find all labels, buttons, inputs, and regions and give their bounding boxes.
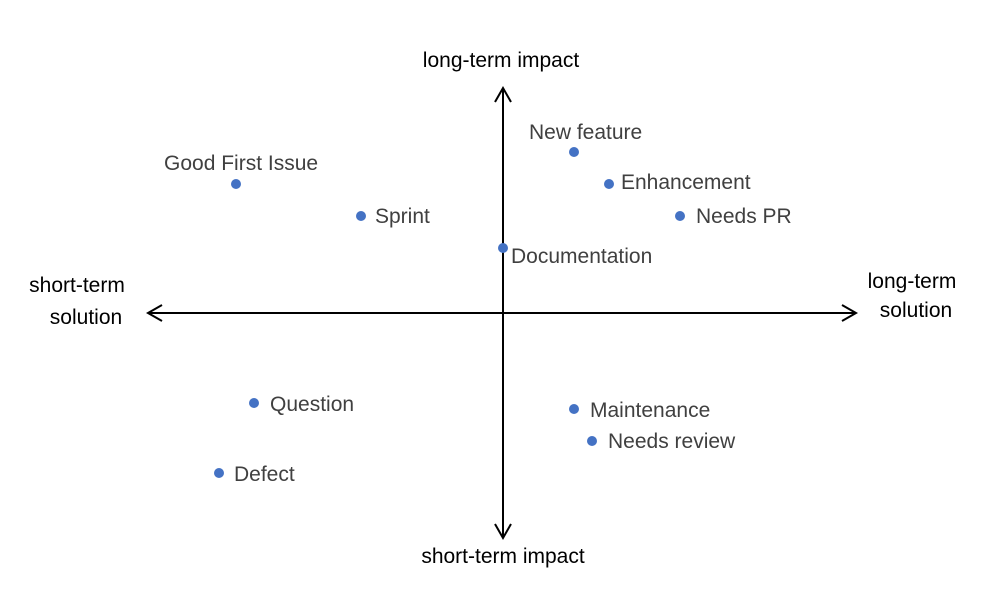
- point-defect-label: Defect: [234, 463, 295, 486]
- point-documentation-label: Documentation: [511, 245, 652, 268]
- point-sprint-label: Sprint: [375, 205, 430, 228]
- point-needs-review-label: Needs review: [608, 430, 736, 453]
- axis-label-bottom: short-term impact: [421, 545, 585, 568]
- point-documentation-marker: [498, 243, 508, 253]
- point-question-label: Question: [270, 393, 354, 416]
- point-question-marker: [249, 398, 259, 408]
- left-arrowhead: [145, 304, 163, 322]
- point-enhancement-label: Enhancement: [621, 171, 751, 194]
- top-arrowhead: [494, 85, 512, 103]
- point-good-first-issue-label: Good First Issue: [164, 152, 318, 175]
- axis-label-left-line1: short-term: [29, 274, 125, 297]
- points-layer: New feature Good First Issue Enhancement…: [164, 121, 792, 486]
- point-needs-review-marker: [587, 436, 597, 446]
- vertical-axis: [494, 85, 512, 541]
- axis-label-top: long-term impact: [423, 49, 580, 72]
- point-good-first-issue-marker: [231, 179, 241, 189]
- point-sprint-marker: [356, 211, 366, 221]
- point-defect-marker: [214, 468, 224, 478]
- point-new-feature-label: New feature: [529, 121, 642, 144]
- point-maintenance-marker: [569, 404, 579, 414]
- axis-label-right-line1: long-term: [868, 270, 957, 293]
- axis-label-left-line2: solution: [50, 306, 122, 329]
- point-maintenance-label: Maintenance: [590, 399, 710, 422]
- point-enhancement-marker: [604, 179, 614, 189]
- point-needs-pr-marker: [675, 211, 685, 221]
- bottom-arrowhead: [494, 523, 512, 541]
- point-needs-pr-label: Needs PR: [696, 205, 792, 228]
- point-new-feature-marker: [569, 147, 579, 157]
- right-arrowhead: [841, 304, 859, 322]
- axis-label-right-line2: solution: [880, 299, 952, 322]
